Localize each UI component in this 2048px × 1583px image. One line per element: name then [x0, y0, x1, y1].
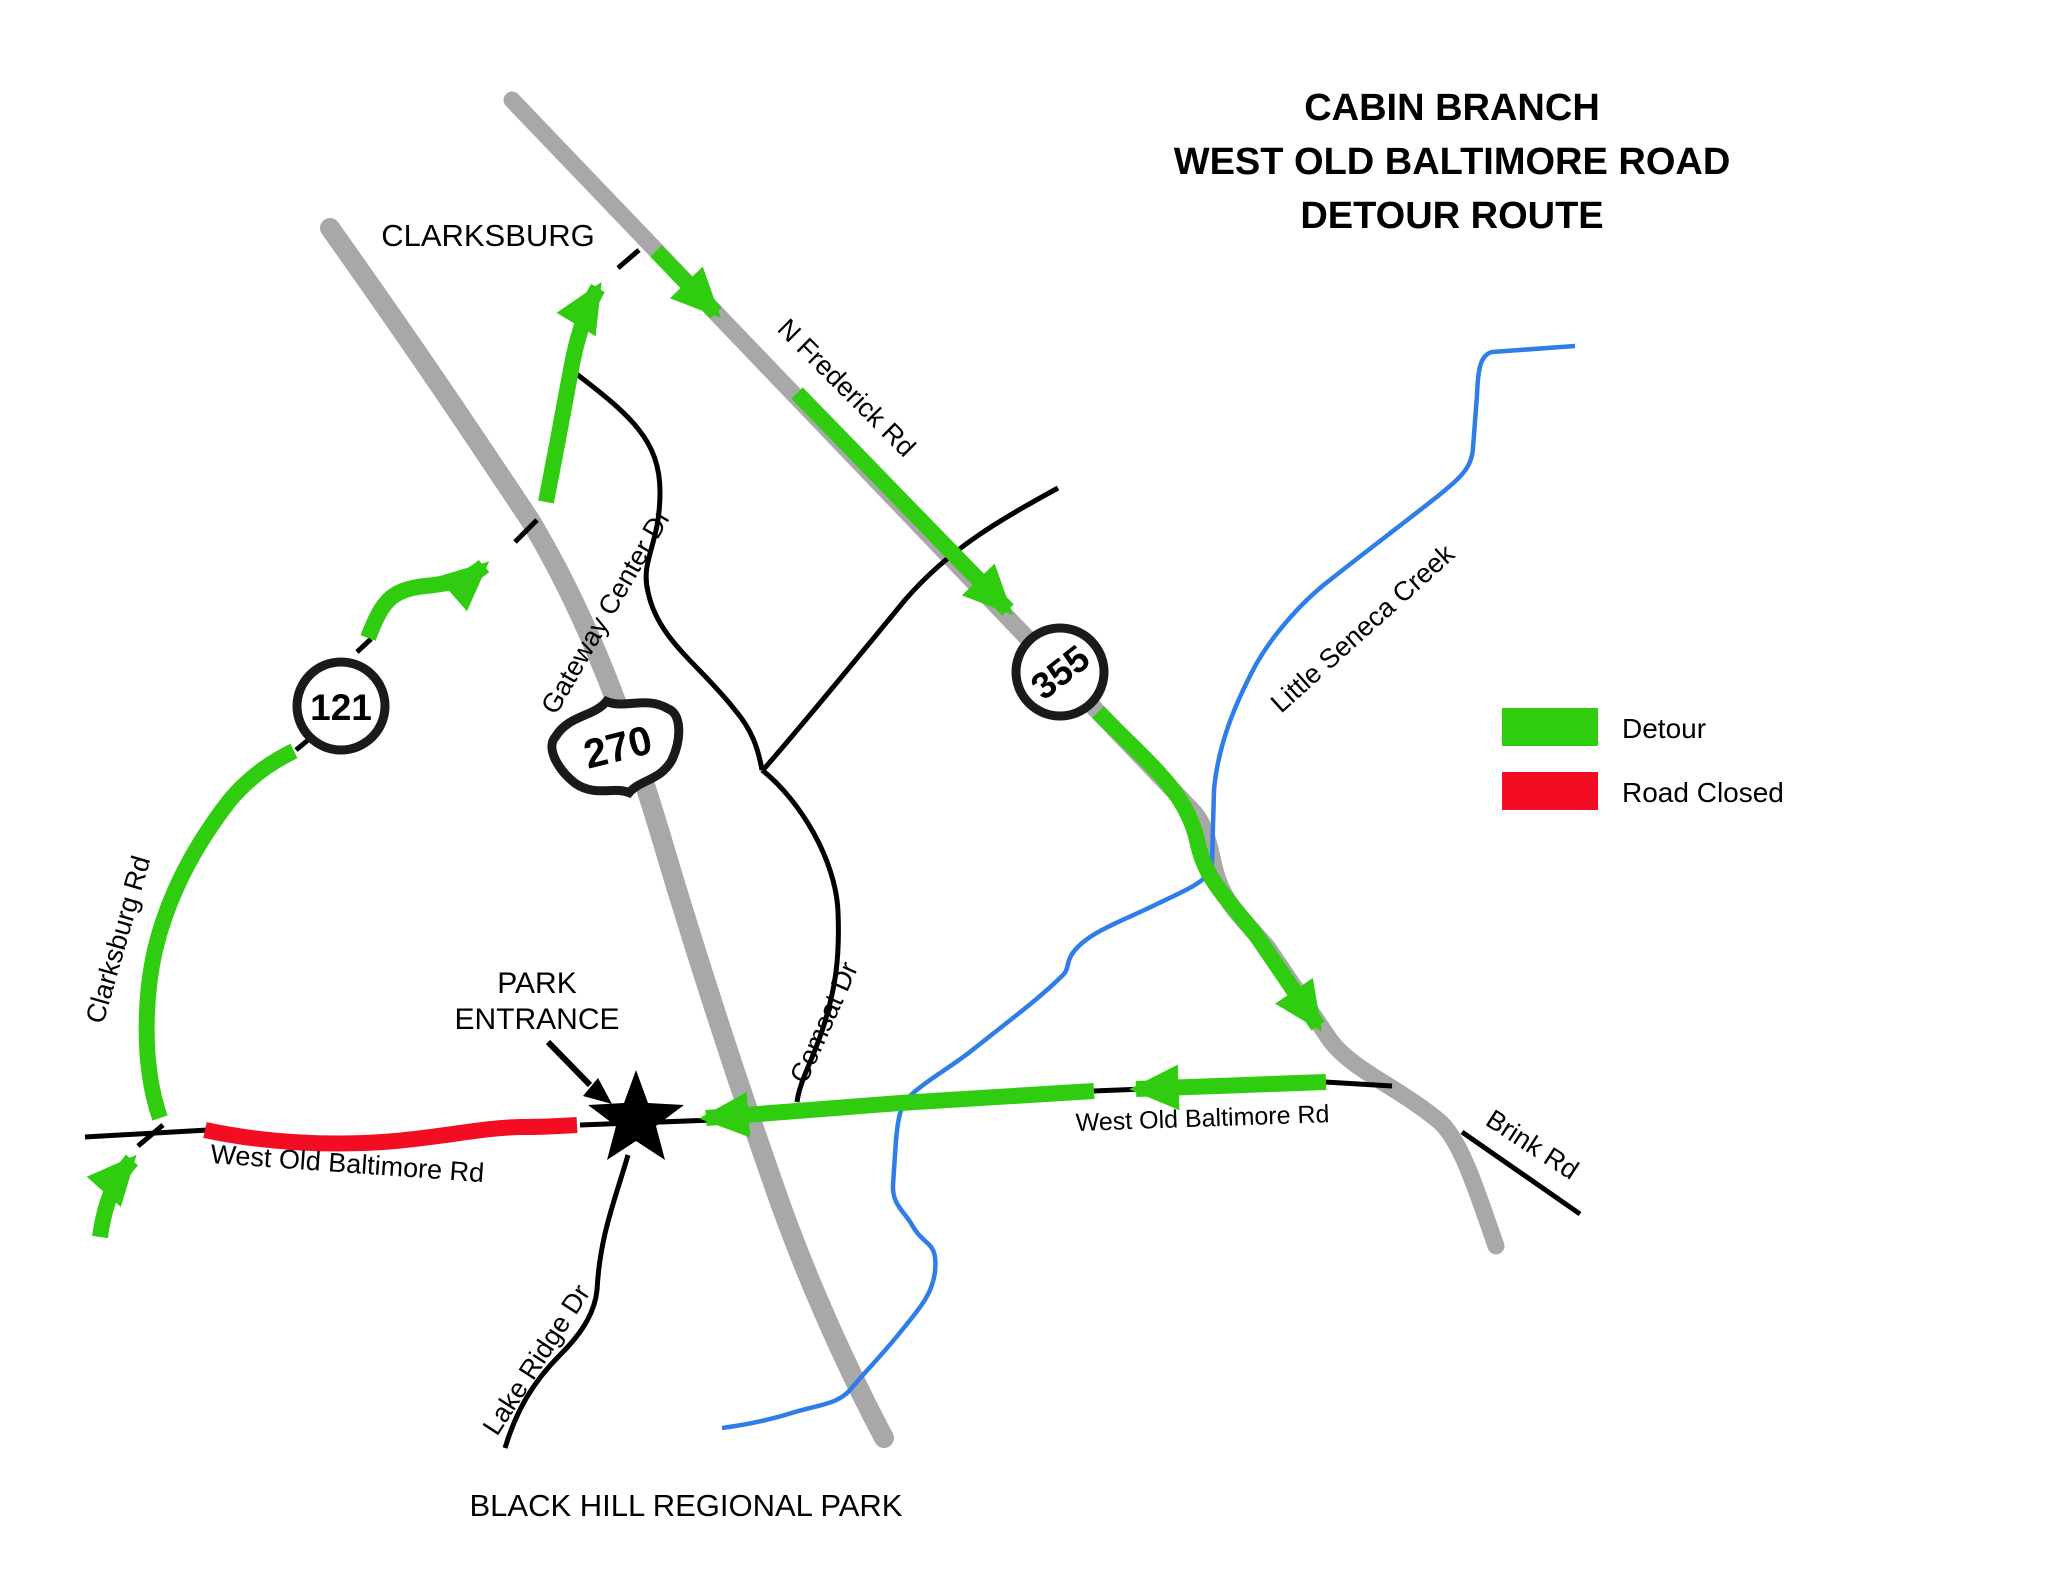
route355-n-frederick-road	[503, 91, 1505, 1255]
brink-rd-road	[1460, 1129, 1582, 1217]
side-road-crossing-355	[761, 485, 1060, 772]
legend-road-closed-swatch	[1502, 772, 1598, 810]
park-entrance-label: PARK ENTRANCE	[454, 967, 619, 1036]
route-shield-121-circle	[292, 657, 390, 755]
i270-highway-road	[320, 218, 894, 1448]
little-seneca-creek-line	[721, 343, 1576, 1431]
detour-i270-to-clarksburg	[538, 282, 605, 504]
park-entrance-star	[588, 1070, 684, 1160]
west-old-baltimore-rd-west-road	[84, 1127, 209, 1140]
crossing-dash-4	[513, 518, 539, 544]
map-title: CABIN BRANCH WEST OLD BALTIMORE ROAD DET…	[1174, 87, 1731, 237]
lake-ridge-dr-label: Lake Ridge Dr	[477, 1279, 596, 1440]
comsat-dr-road	[760, 768, 841, 1103]
detour-wob-east-inner	[699, 1083, 1095, 1138]
park-entrance-label-line1: PARK	[497, 967, 576, 1000]
route-shield-355-circle	[1011, 623, 1109, 721]
park-entrance-pointer-line	[545, 1039, 593, 1088]
brink-rd-label: Brink Rd	[1481, 1104, 1584, 1186]
west-old-baltimore-rd-east-label: West Old Baltimore Rd	[1075, 1100, 1330, 1137]
crossing-dash-5	[616, 248, 641, 270]
route-shield-270: 270	[547, 695, 684, 798]
detour-clarksburg-rd-south	[86, 1154, 139, 1239]
park-entrance-pointer-arrowhead-icon	[583, 1078, 612, 1104]
legend-road-closed-label: Road Closed	[1622, 777, 1784, 808]
route-shield-355: 355	[1011, 623, 1109, 721]
map-title-line1: CABIN BRANCH	[1304, 87, 1600, 129]
legend: Detour Road Closed	[1502, 708, 1784, 810]
detour-n-frederick-upper	[650, 245, 722, 319]
detour-wob-east-outer	[1129, 1064, 1327, 1111]
park-entrance-label-line2: ENTRANCE	[454, 1003, 619, 1036]
little-seneca-creek-label: Little Seneca Creek	[1265, 538, 1461, 718]
legend-detour-label: Detour	[1622, 713, 1706, 744]
map-title-line3: DETOUR ROUTE	[1300, 195, 1603, 237]
route-shield-270-outline	[547, 695, 684, 798]
detour-355-south	[1092, 706, 1325, 1032]
legend-detour-swatch	[1502, 708, 1598, 746]
route-shield-121: 121	[292, 657, 390, 755]
road-closed-segment	[203, 1117, 578, 1152]
black-hill-regional-park-label: BLACK HILL REGIONAL PARK	[469, 1488, 902, 1523]
route-shield-121-number: 121	[310, 687, 372, 728]
detour-n-frederick-main	[791, 387, 1014, 616]
map-title-line2: WEST OLD BALTIMORE ROAD	[1174, 141, 1731, 183]
gateway-center-dr-road	[572, 370, 765, 771]
detour-121-to-i270	[360, 559, 490, 641]
lake-ridge-dr-road	[502, 1154, 631, 1449]
detour-route	[86, 245, 1327, 1239]
detour-clarksburg-rd-main	[138, 743, 298, 1121]
clarksburg-label: CLARKSBURG	[381, 218, 595, 253]
crossing-dash-1	[136, 1123, 165, 1148]
crossing-dash-3	[355, 637, 373, 654]
comsat-dr-label: Comsat Dr	[784, 957, 864, 1087]
